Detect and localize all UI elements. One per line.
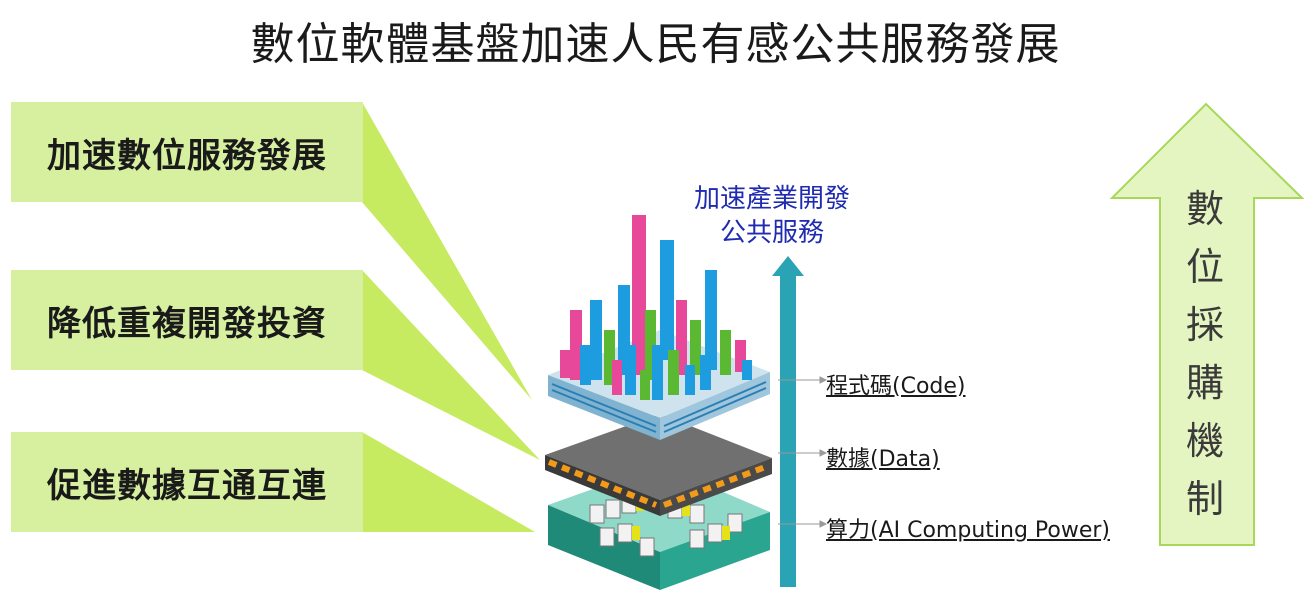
top-note-line-2: 公共服務 — [719, 218, 824, 248]
top-note-line-1: 加速產業開發 — [693, 184, 850, 214]
teal-up-arrow — [772, 256, 804, 587]
vertical-char: 購 — [1185, 361, 1224, 405]
data-layer — [545, 414, 772, 516]
left-box-1: 加速數位服務發展 — [11, 102, 363, 202]
vertical-char: 數 — [1185, 187, 1224, 231]
vertical-char: 位 — [1185, 245, 1224, 289]
layer-label-code: 程式碼(Code) — [826, 374, 966, 399]
vertical-char: 採 — [1185, 303, 1224, 347]
vertical-char: 制 — [1185, 477, 1224, 521]
bar-city — [560, 215, 752, 400]
vertical-char: 機 — [1185, 419, 1224, 463]
callout-wedge-3 — [362, 432, 535, 532]
top-note: 加速產業開發 公共服務 — [672, 182, 872, 250]
callout-wedge-2 — [362, 270, 540, 460]
label-connectors — [778, 376, 828, 528]
left-box-2: 降低重複開發投資 — [11, 270, 363, 370]
page-title: 數位軟體基盤加速人民有感公共服務發展 — [250, 19, 1061, 70]
layer-label-compute: 算力(AI Computing Power) — [826, 518, 1111, 543]
layer-label-data: 數據(Data) — [826, 447, 940, 472]
procurement-arrow — [1109, 102, 1305, 546]
left-box-3: 促進數據互通互連 — [11, 432, 363, 532]
vertical-label: 數 位 採 購 機 制 — [1160, 180, 1250, 528]
callout-wedge-1 — [362, 102, 532, 400]
